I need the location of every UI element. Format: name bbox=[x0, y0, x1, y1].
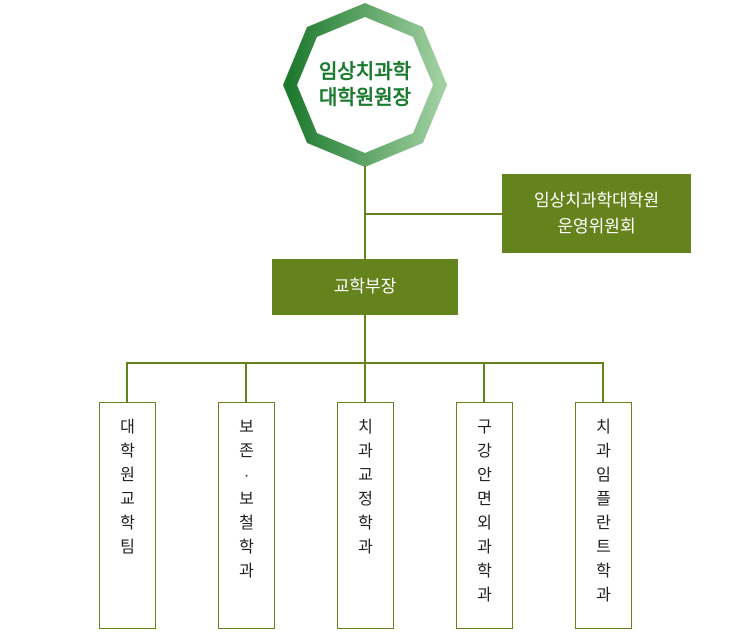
connector-dean-bus bbox=[364, 315, 366, 363]
connector-drop-1 bbox=[126, 363, 128, 403]
connector-drop-5 bbox=[602, 363, 604, 403]
committee-node: 임상치과학대학원 운영위원회 bbox=[502, 174, 691, 253]
department-node-graduate-academic-team: 대 학 원 교 학 팀 bbox=[99, 402, 156, 629]
department-label: 대 학 원 교 학 팀 bbox=[120, 419, 135, 556]
connector-drop-3 bbox=[364, 363, 366, 403]
connector-drop-4 bbox=[483, 363, 485, 403]
connector-drop-2 bbox=[245, 363, 247, 403]
dean-node: 교학부장 bbox=[272, 259, 458, 315]
department-node-oral-maxillofacial-surgery: 구 강 안 면 외 과 학 과 bbox=[456, 402, 513, 629]
dean-label: 교학부장 bbox=[333, 277, 397, 296]
department-node-conservative-prosthodontics: 보 존 · 보 철 학 과 bbox=[218, 402, 275, 629]
octagon-shape bbox=[283, 3, 447, 167]
octagon-border bbox=[283, 3, 447, 167]
director-label: 임상치과학 대학원원장 bbox=[319, 61, 411, 109]
connector-committee-branch bbox=[365, 213, 503, 215]
committee-label: 임상치과학대학원 운영위원회 bbox=[533, 190, 660, 236]
department-label: 구 강 안 면 외 과 학 과 bbox=[477, 419, 492, 604]
director-node: 임상치과학 대학원원장 bbox=[283, 3, 447, 167]
department-node-dental-implant: 치 과 임 플 란 트 학 과 bbox=[575, 402, 632, 629]
department-label: 치 과 임 플 란 트 학 과 bbox=[596, 419, 611, 604]
department-label: 치 과 교 정 학 과 bbox=[358, 419, 373, 556]
department-label: 보 존 · 보 철 학 과 bbox=[239, 419, 254, 580]
department-node-orthodontics: 치 과 교 정 학 과 bbox=[337, 402, 394, 629]
